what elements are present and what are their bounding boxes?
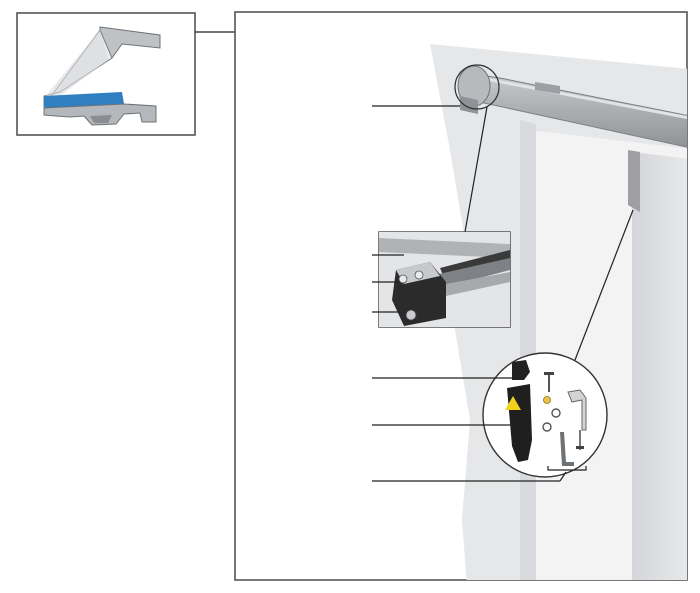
door-hanger [628,150,640,212]
bracket-parts-marker [547,466,587,471]
warning-triangle-icon [505,396,521,410]
runner-detail-inset [378,231,511,328]
screw-icon [542,372,561,432]
end-cap-detail-marker [454,64,500,110]
sliding-door-panel [632,152,687,580]
hardware-detail-circle [482,352,608,478]
callout-line-fixings-tail [559,471,567,482]
runner-icon [379,232,510,327]
main-illustration-frame [234,11,688,581]
leader-line-end-cap-to-inset [464,106,488,233]
leader-line-door-to-hardware [574,209,634,361]
handle-icon [505,384,532,462]
profile-cross-section-inset [16,12,196,136]
clip-icon [512,360,530,380]
rail-profile-icon [43,26,161,126]
hex-key-icon [560,432,574,466]
profile-blue-strip [44,92,124,108]
end-cap-icon [457,65,491,114]
